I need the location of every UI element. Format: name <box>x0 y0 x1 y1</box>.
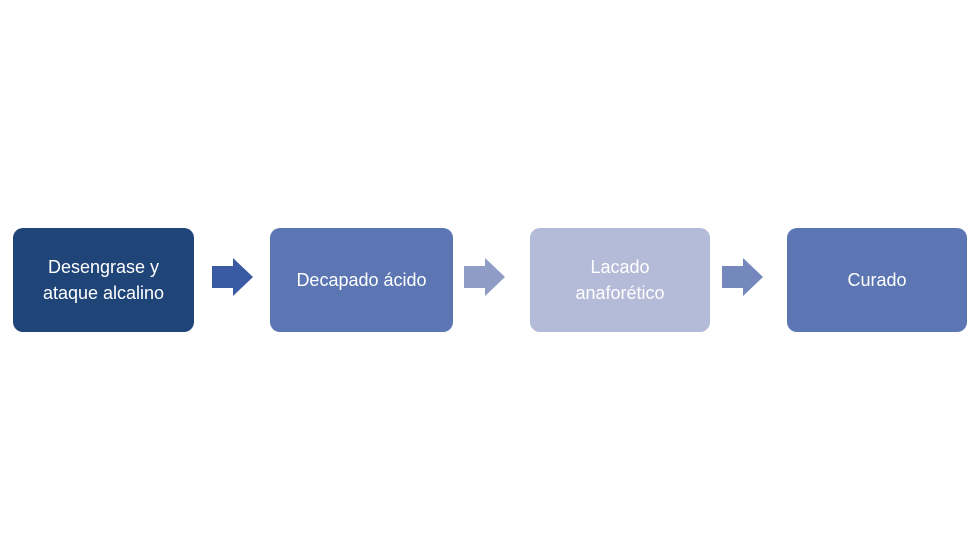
step-label: Desengrase y ataque alcalino <box>42 257 165 303</box>
step-label: Lacado anaforético <box>575 257 665 303</box>
right-arrow-icon <box>212 258 253 296</box>
right-arrow-icon <box>722 258 763 296</box>
right-arrow-shape <box>464 258 505 296</box>
right-arrow-shape <box>212 258 253 296</box>
step-box-curado: Curado <box>787 228 967 332</box>
right-arrow-icon <box>464 258 505 296</box>
right-arrow-shape <box>722 258 763 296</box>
step-label: Curado <box>847 270 907 290</box>
step-box-lacado: Lacado anaforético <box>530 228 710 332</box>
step-box-desengrase: Desengrase y ataque alcalino <box>13 228 194 332</box>
step-box-decapado: Decapado ácido <box>270 228 453 332</box>
step-label: Decapado ácido <box>296 270 427 290</box>
